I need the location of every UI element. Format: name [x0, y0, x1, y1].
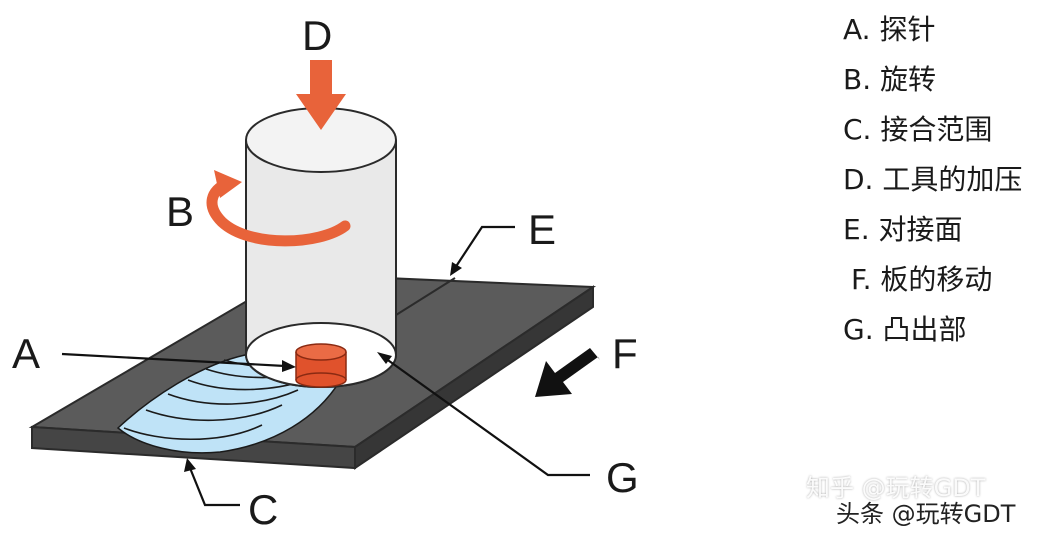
legend-item-e: E. 对接面 [843, 208, 1058, 258]
watermark-toutiao: 头条 @玩转GDT [836, 500, 1016, 528]
leader-line-g [384, 357, 590, 477]
legend-key: C. [843, 113, 872, 146]
callout-d: D [302, 12, 332, 59]
legend-text: 旋转 [880, 63, 937, 96]
callout-e: E [528, 206, 556, 253]
leader-arrowhead-c [184, 458, 196, 472]
pressure-arrow [296, 60, 346, 130]
weld-ripple [123, 424, 263, 440]
legend-key: B. [843, 63, 872, 96]
legend-text: 对接面 [878, 213, 963, 246]
leader-arrowhead-a [282, 360, 296, 372]
leader-line-e [454, 225, 515, 269]
callout-c: C [248, 486, 278, 533]
leader-line-c [188, 467, 240, 507]
callout-g: G [606, 454, 639, 501]
legend-text: 凸出部 [882, 313, 967, 346]
tool-body [246, 140, 396, 355]
probe-pin [295, 343, 347, 388]
callout-b: B [166, 188, 194, 235]
leader-arrowhead-e [450, 262, 462, 276]
leader-arrowhead-g [377, 352, 392, 364]
legend-text: 接合范围 [880, 113, 993, 146]
legend-item-c: C. 接合范围 [843, 108, 1058, 158]
legend-key: D. [843, 163, 874, 196]
callout-f: F [612, 330, 638, 377]
leader-line-a [61, 352, 286, 368]
legend-key: F. [851, 263, 872, 296]
legend-text: 板的移动 [880, 263, 993, 296]
plate-right-face [354, 285, 594, 470]
legend-key: G. [843, 313, 874, 346]
legend-key: E. [843, 213, 870, 246]
legend-item-g: G. 凸出部 [843, 308, 1058, 358]
callout-a: A [12, 330, 40, 377]
legend-text: 探针 [879, 13, 936, 46]
weld-ripple [145, 404, 283, 422]
rotation-arrow-head [214, 170, 242, 198]
rotation-arrow [206, 178, 351, 247]
watermark-zhihu: 知乎 @玩转GDT [806, 474, 986, 502]
legend-item-f: F. 板的移动 [843, 258, 1058, 308]
weld-ripple [167, 389, 299, 405]
legend-item-a: A. 探针 [843, 8, 1058, 58]
legend-item-d: D. 工具的加压 [843, 158, 1058, 208]
plate-movement-arrow [535, 348, 600, 397]
legend-key: A. [843, 13, 871, 46]
legend-item-b: B. 旋转 [843, 58, 1058, 108]
legend: A. 探针 B. 旋转 C. 接合范围 D. 工具的加压 E. 对接面 F. 板… [843, 8, 1058, 358]
legend-text: 工具的加压 [882, 163, 1023, 196]
